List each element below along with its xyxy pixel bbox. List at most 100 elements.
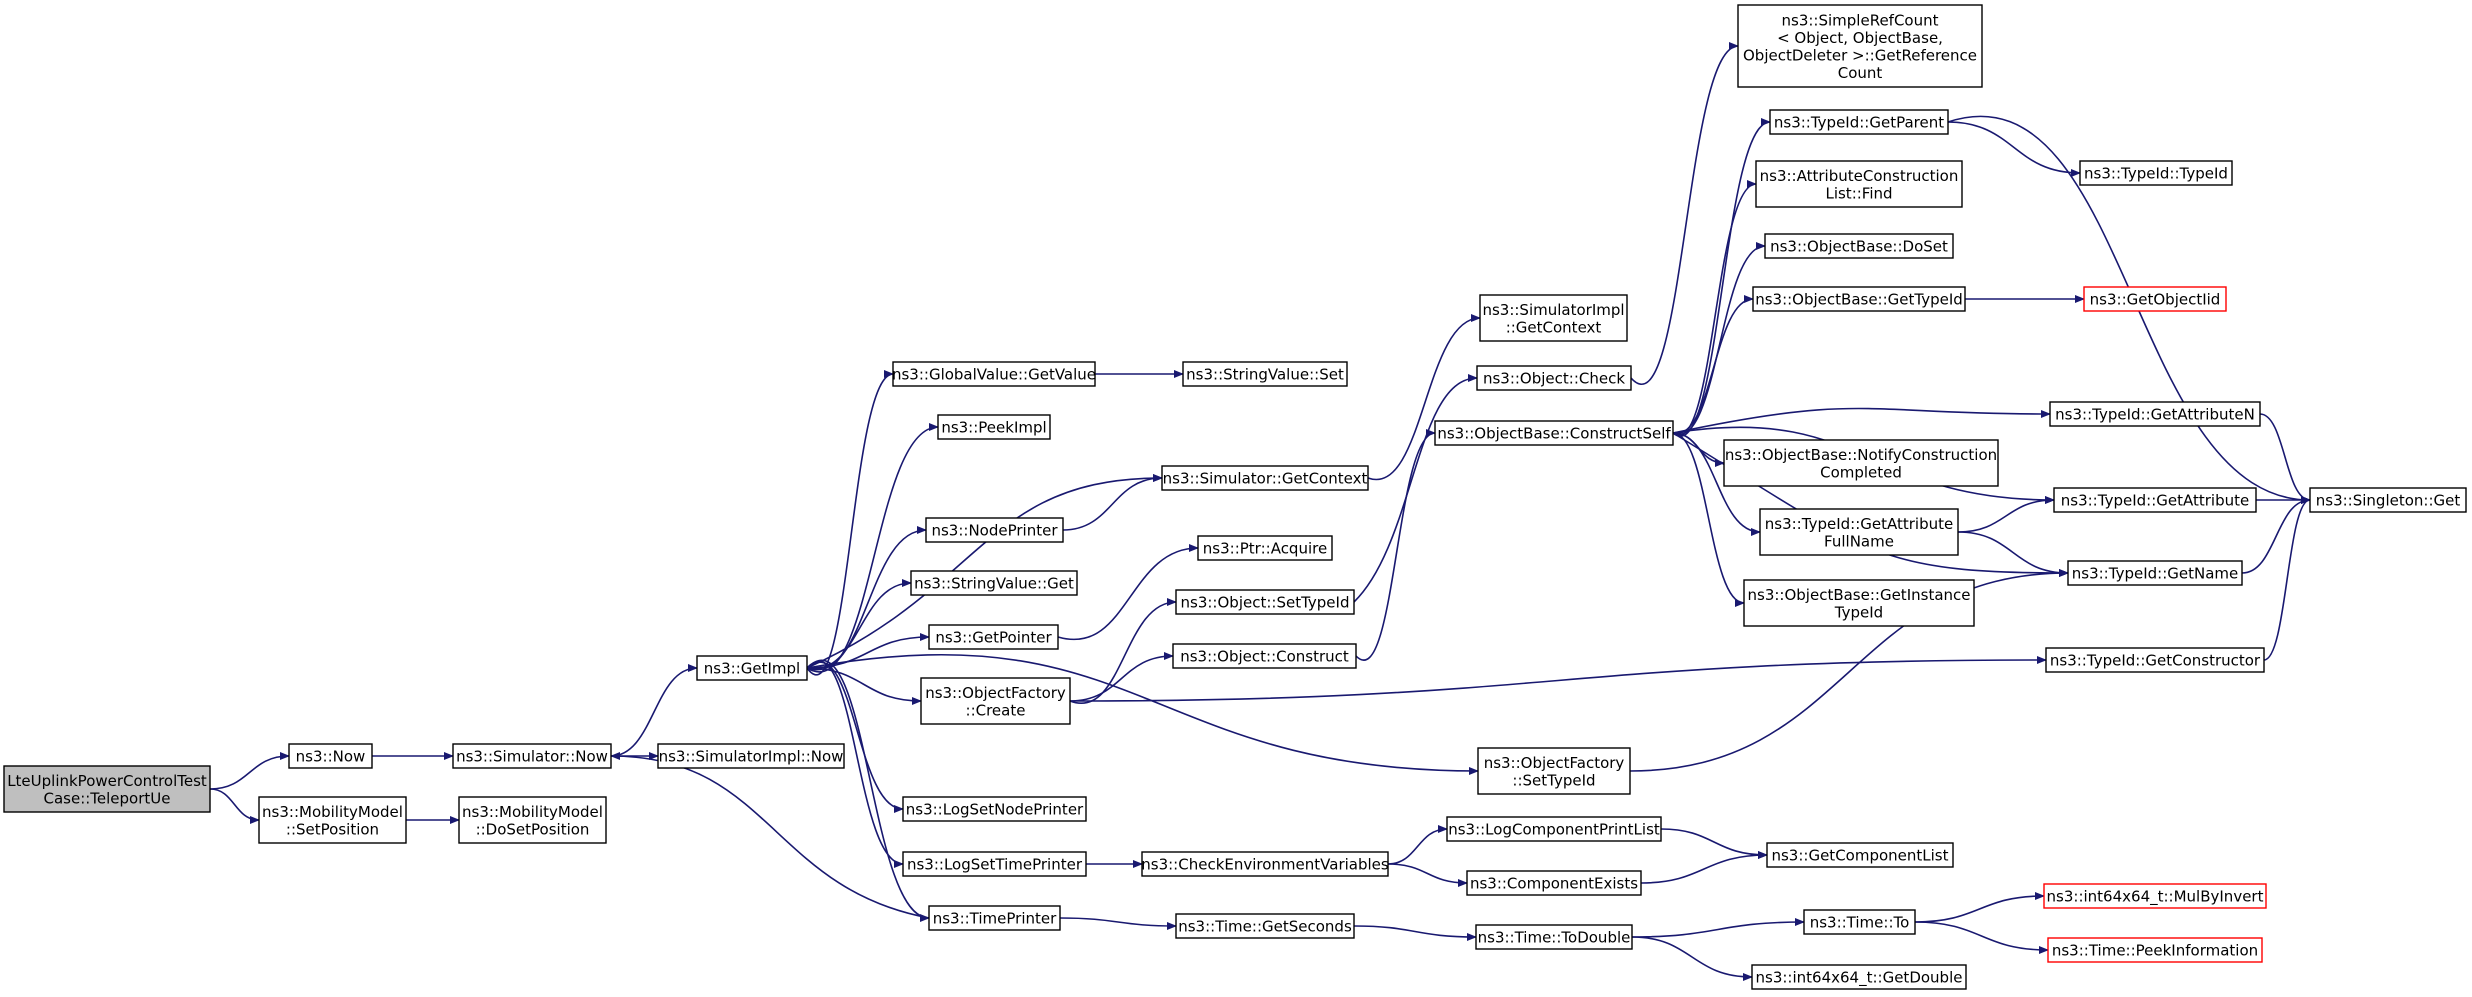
node-box — [902, 796, 1087, 822]
node-sim_now[interactable]: ns3::Simulator::Now — [452, 743, 612, 769]
edge-ob_constructself-to-ob_gettypeid — [1672, 295, 1754, 434]
node-label-line: ns3::TypeId::TypeId — [2084, 165, 2228, 183]
node-box — [928, 905, 1061, 931]
node-simimpl_now[interactable]: ns3::SimulatorImpl::Now — [657, 743, 845, 769]
node-label-line: ::GetContext — [1506, 318, 1602, 336]
node-mm_setpos[interactable]: ns3::MobilityModel::SetPosition — [258, 796, 407, 844]
node-simplerefcount[interactable]: ns3::SimpleRefCount< Object, ObjectBase,… — [1737, 4, 1983, 88]
edge-time_todouble-to-int64_getdouble — [1631, 936, 1753, 981]
node-typeid_getattr[interactable]: ns3::TypeId::GetAttribute — [2053, 487, 2257, 513]
node-label-line: ::DoSetPosition — [476, 820, 590, 838]
edge-ob_constructself-to-typeid_getattrn — [1672, 407, 2051, 434]
edge-of_create-to-obj_construct — [1069, 652, 1174, 702]
node-box — [1466, 870, 1642, 896]
edge-getimpl-to-timeprinter — [806, 659, 930, 922]
node-label-line: ::Create — [966, 701, 1026, 719]
node-label-line: ns3::PeekImpl — [941, 419, 1046, 437]
node-time_todouble[interactable]: ns3::Time::ToDouble — [1475, 924, 1633, 950]
node-obj_settypeid[interactable]: ns3::Object::SetTypeId — [1175, 589, 1355, 615]
edge-timeprinter-to-sim_now — [610, 752, 930, 919]
node-time_to[interactable]: ns3::Time::To — [1803, 909, 1916, 935]
node-stringvalue_get[interactable]: ns3::StringValue::Get — [910, 570, 1078, 596]
node-label-line: ns3::Now — [296, 748, 366, 766]
edge-getpointer-to-ptr_acquire — [1057, 544, 1199, 641]
node-stringvalue_set[interactable]: ns3::StringValue::Set — [1182, 361, 1348, 387]
node-typeid_getattrn[interactable]: ns3::TypeId::GetAttributeN — [2049, 401, 2261, 427]
edge-getimpl-to-of_create — [806, 667, 922, 705]
node-box — [1752, 286, 1966, 312]
edge-nodeprinter-to-sim_getcontext — [1062, 474, 1163, 531]
node-peekimpl[interactable]: ns3::PeekImpl — [937, 414, 1051, 440]
node-ob_gettypeid[interactable]: ns3::ObjectBase::GetTypeId — [1752, 286, 1966, 312]
node-box — [1141, 851, 1389, 877]
node-timeprinter[interactable]: ns3::TimePrinter — [928, 905, 1061, 931]
node-label-line: ns3::LogSetTimePrinter — [907, 856, 1083, 874]
node-getobjectiid[interactable]: ns3::GetObjectIid — [2083, 286, 2227, 312]
node-typeid_getparent[interactable]: ns3::TypeId::GetParent — [1769, 109, 1949, 135]
node-getcomponentlist[interactable]: ns3::GetComponentList — [1766, 842, 1954, 868]
node-of_settypeid[interactable]: ns3::ObjectFactory::SetTypeId — [1477, 747, 1631, 795]
node-now[interactable]: ns3::Now — [288, 743, 373, 769]
node-getimpl[interactable]: ns3::GetImpl — [696, 655, 808, 681]
node-checkenv[interactable]: ns3::CheckEnvironmentVariables — [1141, 851, 1389, 877]
edge-teleport-to-now — [209, 752, 290, 790]
node-label-line: ns3::MobilityModel — [262, 803, 403, 821]
node-ob_doset[interactable]: ns3::ObjectBase::DoSet — [1764, 233, 1954, 259]
node-obj_construct[interactable]: ns3::Object::Construct — [1172, 643, 1357, 669]
node-mm_dosetpos[interactable]: ns3::MobilityModel::DoSetPosition — [458, 796, 607, 844]
node-simimpl_getcontext[interactable]: ns3::SimulatorImpl::GetContext — [1479, 294, 1628, 342]
node-obj_check[interactable]: ns3::Object::Check — [1476, 365, 1632, 391]
node-of_create[interactable]: ns3::ObjectFactory::Create — [920, 677, 1071, 725]
node-label-line: ns3::TypeId::GetConstructor — [2050, 652, 2261, 670]
node-ob_notifyconstruction[interactable]: ns3::ObjectBase::NotifyConstructionCompl… — [1723, 439, 1999, 487]
edge-typeid_getparent-to-typeid_typeid — [1947, 121, 2081, 177]
node-nodeprinter[interactable]: ns3::NodePrinter — [925, 517, 1064, 543]
edge-getimpl-to-getpointer — [806, 633, 930, 669]
node-teleport[interactable]: LteUplinkPowerControlTestCase::TeleportU… — [3, 765, 211, 813]
node-label-line: ns3::GetPointer — [935, 629, 1052, 647]
node-label-line: List::Find — [1825, 184, 1892, 202]
node-time_getseconds[interactable]: ns3::Time::GetSeconds — [1175, 913, 1355, 939]
edge-timeprinter-to-time_getseconds — [1059, 917, 1177, 930]
edge-of_create-to-obj_settypeid — [1069, 598, 1177, 704]
node-label-line: ns3::SimpleRefCount — [1782, 11, 1939, 29]
node-componentexists[interactable]: ns3::ComponentExists — [1466, 870, 1642, 896]
node-ptr_acquire[interactable]: ns3::Ptr::Acquire — [1197, 535, 1333, 561]
node-gv_getvalue[interactable]: ns3::GlobalValue::GetValue — [892, 361, 1096, 387]
node-singleton_get[interactable]: ns3::Singleton::Get — [2309, 487, 2467, 513]
node-label-line: ns3::Singleton::Get — [2316, 492, 2461, 510]
node-typeid_getconstructor[interactable]: ns3::TypeId::GetConstructor — [2045, 647, 2265, 673]
node-label-line: ns3::Time::ToDouble — [1478, 929, 1631, 947]
node-box — [920, 677, 1071, 725]
edge-getimpl-to-logsettimeprinter — [806, 660, 904, 868]
node-box — [937, 414, 1051, 440]
node-box — [2043, 883, 2267, 909]
node-box — [1161, 465, 1369, 491]
node-logcomponentprintlist[interactable]: ns3::LogComponentPrintList — [1446, 816, 1662, 842]
node-box — [458, 796, 607, 844]
node-int64_mulbyinvert[interactable]: ns3::int64x64_t::MulByInvert — [2043, 883, 2267, 909]
node-time_peekinfo[interactable]: ns3::Time::PeekInformation — [2047, 937, 2263, 963]
node-box — [1751, 964, 1967, 990]
node-box — [2047, 937, 2263, 963]
node-logsettimeprinter[interactable]: ns3::LogSetTimePrinter — [902, 851, 1087, 877]
node-sim_getcontext[interactable]: ns3::Simulator::GetContext — [1161, 465, 1369, 491]
node-label-line: ns3::TypeId::GetAttribute — [1765, 515, 1953, 533]
node-getpointer[interactable]: ns3::GetPointer — [928, 624, 1059, 650]
node-typeid_typeid[interactable]: ns3::TypeId::TypeId — [2079, 160, 2233, 186]
edge-obj_construct-to-ob_constructself — [1355, 429, 1436, 661]
node-box — [1479, 294, 1628, 342]
node-box — [910, 570, 1078, 596]
node-typeid_getname[interactable]: ns3::TypeId::GetName — [2067, 560, 2243, 586]
node-label-line: TypeId — [1834, 603, 1883, 621]
node-box — [3, 765, 211, 813]
node-label-line: Case::TeleportUe — [43, 789, 170, 807]
node-label-line: FullName — [1824, 532, 1894, 550]
node-logsetnodeprinter[interactable]: ns3::LogSetNodePrinter — [902, 796, 1087, 822]
node-ob_constructself[interactable]: ns3::ObjectBase::ConstructSelf — [1434, 420, 1674, 446]
edge-typeid_getname-to-singleton_get — [2241, 496, 2311, 574]
node-int64_getdouble[interactable]: ns3::int64x64_t::GetDouble — [1751, 964, 1967, 990]
